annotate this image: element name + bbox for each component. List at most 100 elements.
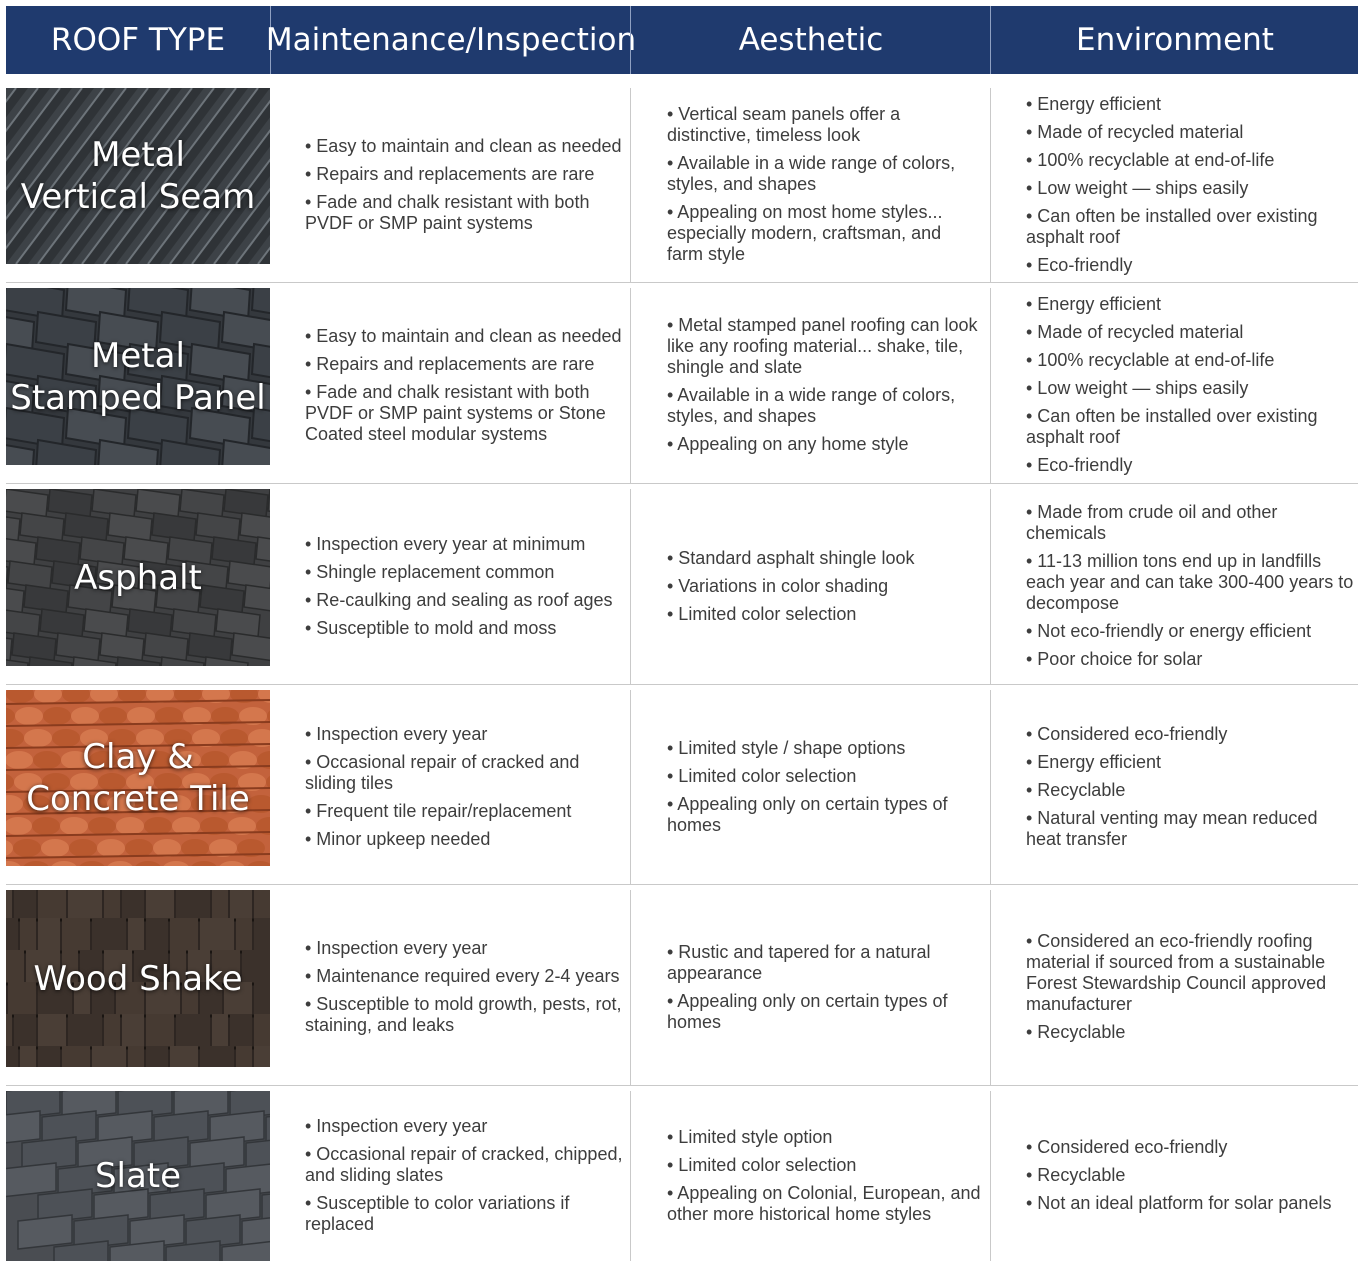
table-header: ROOF TYPE Maintenance/Inspection Aesthet… bbox=[6, 6, 1358, 74]
aesthetic-cell: • Limited style option • Limited color se… bbox=[630, 1091, 990, 1261]
aesthetic-cell: • Rustic and tapered for a natural appea… bbox=[630, 890, 990, 1085]
aesthetic-item: • Limited color selection bbox=[667, 1154, 857, 1175]
environment-item: • Made of recycled material bbox=[1026, 121, 1244, 142]
environment-item: • Energy efficient bbox=[1026, 751, 1162, 772]
maintenance-cell: • Inspection every year• Maintenance req… bbox=[270, 890, 630, 1085]
asphalt-texture bbox=[6, 489, 270, 666]
aesthetic-item: • Available in a wide range of colors, s… bbox=[667, 385, 956, 426]
maintenance-item: • Susceptible to color variations if rep… bbox=[305, 1193, 570, 1234]
header-maintenance: Maintenance/Inspection bbox=[266, 6, 636, 74]
table-row: Slate • Inspection every year • Occasional… bbox=[6, 1091, 1358, 1261]
roof-type-name-line: Asphalt bbox=[74, 557, 202, 598]
aesthetic-item: • Standard asphalt shingle look bbox=[667, 547, 915, 568]
roof-type-name: Slate bbox=[6, 1091, 270, 1261]
environment-item: • Eco-friendly bbox=[1026, 254, 1133, 275]
roof-type-name-line: Vertical Seam bbox=[20, 177, 256, 217]
aesthetic-cell: • Vertical seam panels offer a distincti… bbox=[630, 88, 990, 282]
roof-type-name-line: Wood Shake bbox=[33, 958, 243, 999]
maintenance-item: • Inspection every year bbox=[305, 1116, 488, 1136]
environment-cell: • Energy efficient • Made of recycled mat… bbox=[990, 88, 1358, 282]
environment-item: • 100% recyclable at end-of-life bbox=[1026, 149, 1275, 170]
maintenance-item: • Easy to maintain and clean as needed bbox=[305, 325, 622, 346]
maintenance-item: • Occasional repair of cracked, chipped,… bbox=[305, 1144, 623, 1185]
table-row: Asphalt • Inspection every year at minimu… bbox=[6, 489, 1358, 685]
maintenance-item: • Inspection every year bbox=[305, 723, 488, 744]
environment-item: • Not an ideal platform for solar panels bbox=[1026, 1193, 1332, 1213]
aesthetic-item: • Limited style option bbox=[667, 1126, 833, 1147]
environment-item: • Low weight — ships easily bbox=[1026, 378, 1249, 398]
maintenance-cell: • Easy to maintain and clean as needed • … bbox=[270, 88, 630, 282]
maintenance-cell: • Easy to maintain and clean as needed • … bbox=[270, 288, 630, 483]
slate-texture bbox=[6, 1091, 270, 1261]
environment-item: • Recyclable bbox=[1026, 1165, 1126, 1185]
roof-type-name-line: Concrete Tile bbox=[26, 779, 250, 819]
environment-item: • Natural venting may mean reduced heat … bbox=[1026, 807, 1318, 849]
environment-item: • Low weight — ships easily bbox=[1026, 177, 1249, 198]
environment-item: • Energy efficient bbox=[1026, 93, 1162, 114]
aesthetic-cell: • Metal stamped panel roofing can look l… bbox=[630, 288, 990, 483]
slate-image: Slate bbox=[6, 1091, 270, 1261]
aesthetic-item: • Metal stamped panel roofing can look l… bbox=[667, 315, 978, 377]
roof-type-name-line: Slate bbox=[94, 1156, 182, 1196]
environment-item: • 100% recyclable at end-of-life bbox=[1026, 350, 1275, 370]
table-row: Clay &Concrete Tile• Inspection every ye… bbox=[6, 690, 1358, 885]
maintenance-item: • Easy to maintain and clean as needed bbox=[305, 135, 622, 156]
roof-type-name-line: Metal bbox=[91, 335, 185, 376]
aesthetic-item: • Appealing on any home style bbox=[667, 434, 909, 454]
roof-type-name: Wood Shake bbox=[6, 890, 270, 1067]
maintenance-item: • Occasional repair of cracked and slidi… bbox=[305, 751, 580, 793]
maintenance-item: • Inspection every year at minimum bbox=[305, 533, 586, 554]
maintenance-item: • Re-caulking and sealing as roof ages bbox=[305, 589, 613, 610]
aesthetic-item: • Limited color selection bbox=[667, 765, 857, 786]
maintenance-item: • Fade and chalk resistant with both PVD… bbox=[305, 191, 590, 233]
environment-item: • Made of recycled material bbox=[1026, 322, 1244, 342]
maintenance-item: • Susceptible to mold growth, pests, rot… bbox=[305, 994, 622, 1035]
wood-shake-image: Wood Shake bbox=[6, 890, 270, 1067]
environment-item: • Considered eco-friendly bbox=[1026, 723, 1228, 744]
aesthetic-item: • Limited style / shape options bbox=[667, 737, 906, 758]
clay-concrete-tile-texture bbox=[6, 690, 270, 866]
environment-cell: • Considered eco-friendly• Recyclable• N… bbox=[990, 1091, 1358, 1261]
environment-cell: • Made from crude oil and other chemical… bbox=[990, 489, 1358, 684]
maintenance-cell: • Inspection every year • Occasional repa… bbox=[270, 1091, 630, 1261]
environment-item: • Can often be installed over existing a… bbox=[1026, 205, 1318, 247]
table-row: Wood Shake • Inspection every year• Maint… bbox=[6, 890, 1358, 1086]
roof-type-name-line: Stamped Panel bbox=[10, 377, 266, 418]
environment-item: • Energy efficient bbox=[1026, 294, 1162, 314]
wood-shake-texture bbox=[6, 890, 270, 1067]
aesthetic-item: • Appealing on Colonial, European, and o… bbox=[667, 1182, 981, 1224]
aesthetic-item: • Appealing only on certain types of hom… bbox=[667, 990, 948, 1032]
asphalt-image: Asphalt bbox=[6, 489, 270, 666]
header-environment: Environment bbox=[990, 6, 1359, 74]
maintenance-item: • Minor upkeep needed bbox=[305, 828, 491, 849]
maintenance-item: • Susceptible to mold and moss bbox=[305, 617, 557, 638]
environment-item: • Considered an eco-friendly roofing mat… bbox=[1026, 931, 1327, 1014]
environment-cell: • Energy efficient • Made of recycled mat… bbox=[990, 288, 1358, 483]
aesthetic-cell: • Standard asphalt shingle look • Variati… bbox=[630, 489, 990, 684]
environment-item: • Recyclable bbox=[1026, 1022, 1126, 1042]
roof-type-name: Clay &Concrete Tile bbox=[6, 690, 270, 866]
environment-item: • Eco-friendly bbox=[1026, 455, 1133, 475]
maintenance-item: • Shingle replacement common bbox=[305, 561, 555, 582]
environment-item: • Made from crude oil and other chemical… bbox=[1026, 502, 1278, 543]
roof-type-name-line: Metal bbox=[91, 135, 185, 175]
header-roof-type: ROOF TYPE bbox=[50, 22, 226, 58]
maintenance-item: • Repairs and replacements are rare bbox=[305, 353, 595, 374]
maintenance-cell: • Inspection every year • Occasional repa… bbox=[270, 690, 630, 884]
metal-vertical-seam-texture bbox=[6, 88, 270, 264]
maintenance-item: • Repairs and replacements are rare bbox=[305, 163, 595, 184]
environment-cell: • Considered eco-friendly • Energy effici… bbox=[990, 690, 1358, 884]
environment-cell: • Considered an eco-friendly roofing mat… bbox=[990, 890, 1358, 1085]
aesthetic-item: • Variations in color shading bbox=[667, 575, 889, 596]
aesthetic-cell: • Limited style / shape options • Limited… bbox=[630, 690, 990, 884]
roof-type-name: Asphalt bbox=[6, 489, 270, 666]
aesthetic-item: • Limited color selection bbox=[667, 603, 857, 624]
maintenance-cell: • Inspection every year at minimum • Shin… bbox=[270, 489, 630, 684]
header-aesthetic: Aesthetic bbox=[630, 6, 991, 74]
maintenance-item: • Maintenance required every 2-4 years bbox=[305, 966, 620, 986]
aesthetic-item: • Vertical seam panels offer a distincti… bbox=[667, 104, 901, 145]
environment-item: • Not eco-friendly or energy efficient bbox=[1026, 621, 1312, 641]
